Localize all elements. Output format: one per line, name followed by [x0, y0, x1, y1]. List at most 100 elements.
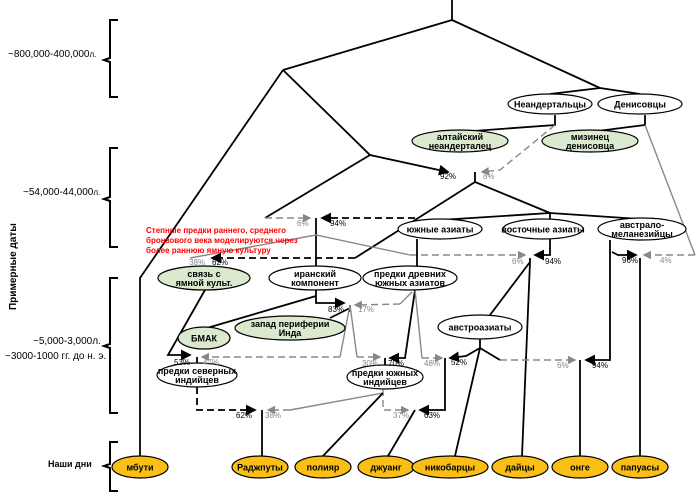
brace-1: [100, 19, 118, 98]
period-2: ~54,000-44,000л.: [23, 187, 100, 198]
period-5: Наши дни: [48, 459, 92, 469]
admixture-percent: 8%: [483, 172, 495, 181]
admixture-percent: 94%: [592, 361, 608, 370]
minor-lineage-line: [289, 392, 384, 411]
node-label: Неандертальцы: [514, 100, 586, 110]
minor-lineage-line: [349, 304, 358, 358]
node-label: связь с: [187, 269, 220, 279]
note-text: Степные предки раннего, среднего бронзов…: [146, 226, 298, 255]
node-label: предки южных: [352, 368, 418, 378]
note-line: бронзового века моделируются через: [146, 236, 298, 245]
node-austroasiatic: австроазиаты: [437, 314, 523, 340]
node-present-7: папуасы: [611, 455, 669, 479]
node-label: Инда: [279, 328, 303, 338]
admixture-percent: 37%: [393, 411, 409, 420]
node-east-asians: восточные азиаты: [501, 218, 585, 240]
minor-lineage-line: [353, 300, 401, 310]
lineage-line: [387, 409, 416, 457]
lineage-line: [282, 0, 641, 95]
period-1: ~800,000-400,000л.: [8, 49, 96, 60]
lineage-line: [196, 387, 257, 416]
admixture-percent: 94%: [545, 257, 561, 266]
node-label: австрало-: [620, 220, 664, 230]
node-label: австроазиаты: [449, 323, 512, 333]
admixture-percent: 30%: [362, 359, 378, 368]
lineage-line: [479, 347, 501, 361]
lineage-line: [264, 154, 371, 219]
node-label: южные азиаты: [407, 225, 474, 235]
lineage-line: [166, 289, 206, 361]
lineage-line: [139, 69, 284, 456]
node-label: южных азиатов: [375, 278, 445, 288]
node-south-asians: южные азиаты: [397, 218, 483, 240]
minor-lineage-line: [480, 124, 556, 176]
node-present-0: мбути: [111, 455, 169, 479]
brace-3: [100, 277, 118, 414]
node-label: неандерталец: [429, 141, 492, 151]
node-label: мизинец: [571, 132, 610, 142]
node-neanderthals: Неандертальцы: [507, 93, 593, 115]
node-label: полияр: [307, 463, 340, 473]
node-label: индийцев: [175, 375, 219, 385]
node-australo-melanesians: австрало-меланезийцы: [597, 217, 687, 241]
node-present-6: онге: [551, 455, 609, 479]
lineage-line: [448, 339, 481, 363]
period-4: ~3000-1000 гг. до н. э.: [5, 351, 106, 362]
node-label: Раджпуты: [237, 463, 283, 473]
minor-lineage-line: [414, 289, 423, 359]
lineage-line: [439, 212, 641, 221]
lineage-line: [388, 289, 416, 364]
node-label: алтайский: [437, 132, 483, 142]
node-present-2: полияр: [294, 455, 352, 479]
minor-lineage-line: [382, 389, 410, 415]
admixture-percent: 4%: [660, 256, 672, 265]
brace-4: [100, 441, 118, 492]
node-present-4: никобарцы: [411, 455, 489, 479]
node-label: джуанг: [370, 463, 401, 473]
axis-title: Примерные даты: [8, 223, 19, 310]
date-braces: [100, 19, 118, 492]
node-label: восточные азиаты: [501, 225, 585, 235]
node-label: мбути: [126, 463, 153, 473]
node-label: онге: [570, 463, 590, 473]
lineage-line: [315, 290, 346, 309]
admixture-percent: 38%: [265, 411, 281, 420]
admixture-percent: 96%: [622, 256, 638, 265]
node-label: дайцы: [505, 463, 535, 473]
admixture-percent: 62%: [236, 411, 252, 420]
lineage-line: [418, 358, 446, 416]
lineage-line: [533, 239, 551, 261]
node-label: предки северных: [158, 366, 236, 376]
admixture-percent: 52%: [451, 358, 467, 367]
lineage-line: [354, 172, 551, 259]
minor-lineage-line: [399, 291, 413, 305]
lineage-line: [459, 115, 556, 133]
node-label: компонент: [291, 278, 339, 288]
node-label: индийцев: [363, 377, 407, 387]
admixture-percent: 62%: [212, 258, 228, 267]
node-label: ямной культ.: [176, 278, 233, 288]
admixture-percent: 70%: [388, 359, 404, 368]
period-3: ~5,000-3,000л.: [33, 336, 101, 347]
lineage-line: [489, 258, 531, 457]
admixture-percent: 48%: [424, 359, 440, 368]
lineage-line: [584, 240, 611, 366]
node-label: меланезийцы: [611, 229, 673, 239]
lineage-line: [589, 115, 646, 133]
lineage-line: [206, 295, 317, 329]
lineage-line: [322, 392, 384, 457]
admixture-percent: 6%: [557, 361, 569, 370]
admixture-percent: 6%: [297, 219, 309, 228]
lineage-line: [454, 347, 481, 457]
node-present-5: дайцы: [491, 455, 549, 479]
admixture-percent: 63%: [424, 411, 440, 420]
note-line: Степные предки раннего, среднего: [146, 226, 286, 235]
